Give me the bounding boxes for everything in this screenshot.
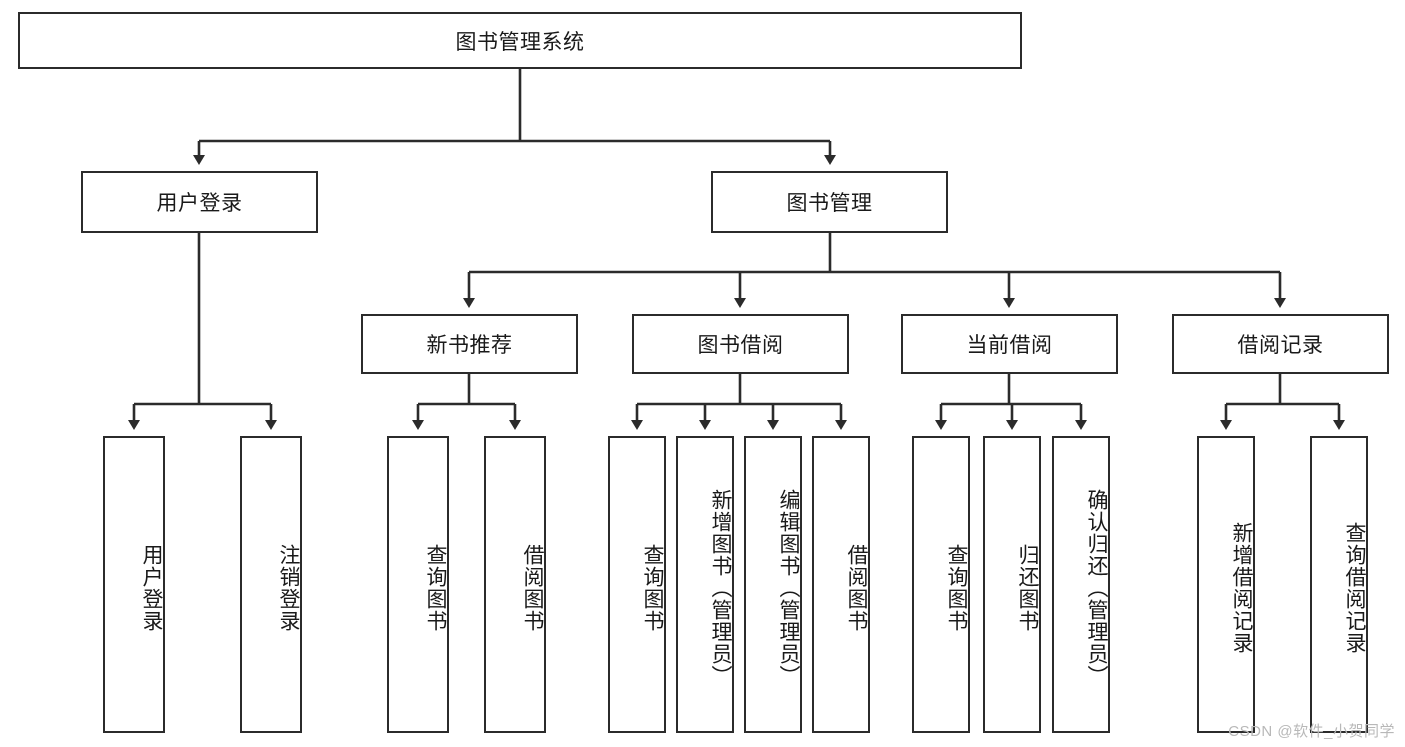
node-leaf-confirm-return-admin-label: 确认归还（管理员） <box>1085 488 1108 687</box>
node-leaf-query-book-borrow-label: 查询图书 <box>641 543 664 632</box>
node-user-login-label: 用户登录 <box>156 192 243 215</box>
node-borrow-records-label: 借阅记录 <box>1237 334 1324 357</box>
node-leaf-add-borrow-record-label: 新增借阅记录 <box>1230 521 1253 654</box>
node-leaf-return-book[interactable]: 归还图书 <box>983 436 1041 733</box>
node-leaf-borrow-book-rec-label: 借阅图书 <box>521 543 544 632</box>
node-leaf-user-logout-label: 注销登录 <box>277 543 300 632</box>
node-book-borrow-label: 图书借阅 <box>697 334 784 357</box>
node-leaf-query-book-current-label: 查询图书 <box>945 543 968 632</box>
node-leaf-edit-book-admin[interactable]: 编辑图书（管理员） <box>744 436 802 733</box>
node-borrow-records[interactable]: 借阅记录 <box>1172 314 1389 374</box>
node-root-label: 图书管理系统 <box>455 30 585 54</box>
csdn-watermark: CSDN @软件_小贺同学 <box>1228 723 1395 740</box>
node-leaf-user-login-label: 用户登录 <box>140 543 163 632</box>
node-leaf-query-borrow-record-label: 查询借阅记录 <box>1343 521 1366 654</box>
node-new-book-recommend[interactable]: 新书推荐 <box>361 314 578 374</box>
node-leaf-query-borrow-record[interactable]: 查询借阅记录 <box>1310 436 1368 733</box>
node-current-borrow-label: 当前借阅 <box>966 334 1053 357</box>
node-book-borrow[interactable]: 图书借阅 <box>632 314 849 374</box>
node-leaf-borrow-book-label: 借阅图书 <box>845 543 868 632</box>
node-leaf-user-login[interactable]: 用户登录 <box>103 436 165 733</box>
node-leaf-query-book-rec-label: 查询图书 <box>424 543 447 632</box>
node-leaf-query-book-borrow[interactable]: 查询图书 <box>608 436 666 733</box>
node-new-book-recommend-label: 新书推荐 <box>426 334 513 357</box>
node-leaf-edit-book-admin-label: 编辑图书（管理员） <box>777 488 800 687</box>
node-leaf-user-logout[interactable]: 注销登录 <box>240 436 302 733</box>
node-user-login[interactable]: 用户登录 <box>81 171 318 233</box>
node-leaf-query-book-rec[interactable]: 查询图书 <box>387 436 449 733</box>
node-current-borrow[interactable]: 当前借阅 <box>901 314 1118 374</box>
node-leaf-return-book-label: 归还图书 <box>1016 543 1039 632</box>
node-leaf-confirm-return-admin[interactable]: 确认归还（管理员） <box>1052 436 1110 733</box>
node-root[interactable]: 图书管理系统 <box>18 12 1022 69</box>
node-leaf-add-borrow-record[interactable]: 新增借阅记录 <box>1197 436 1255 733</box>
node-leaf-add-book-admin[interactable]: 新增图书（管理员） <box>676 436 734 733</box>
node-leaf-query-book-current[interactable]: 查询图书 <box>912 436 970 733</box>
node-leaf-borrow-book-rec[interactable]: 借阅图书 <box>484 436 546 733</box>
node-book-management-label: 图书管理 <box>786 192 873 215</box>
node-leaf-borrow-book[interactable]: 借阅图书 <box>812 436 870 733</box>
node-leaf-add-book-admin-label: 新增图书（管理员） <box>709 488 732 687</box>
node-book-management[interactable]: 图书管理 <box>711 171 948 233</box>
